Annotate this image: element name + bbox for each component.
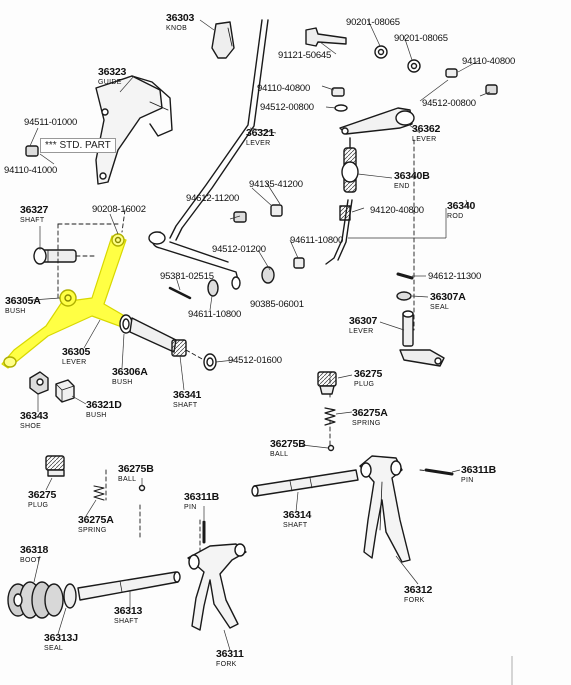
bush-36306a-part	[119, 314, 133, 334]
knob-part	[211, 21, 235, 59]
part-number-90208-16002[interactable]: 90208-16002	[92, 204, 146, 215]
ball-left-part	[138, 484, 146, 492]
part-number-94110-40800-right[interactable]: 94110-40800	[462, 56, 516, 67]
shaft-36327-part	[33, 247, 77, 265]
end-36340b-part	[341, 137, 359, 193]
part-number-94611-10800-b[interactable]: 94611-10800	[188, 309, 242, 320]
part-number-90201-08065-a[interactable]: 90201-08065	[346, 17, 400, 28]
part-number-94110-40800-mid[interactable]: 94110-40800	[257, 83, 311, 94]
part-number-91121-50645[interactable]: 91121-50645	[278, 50, 332, 61]
part-number-94512-01600[interactable]: 94512-01600	[228, 355, 282, 366]
rod-36340-part	[325, 199, 353, 265]
part-number-94120-40800[interactable]: 94120-40800	[370, 205, 424, 216]
part-number-94611-10800-a[interactable]: 94611-10800	[290, 235, 344, 246]
spring-36275a-right-part	[324, 407, 336, 426]
highlighted-lever-36305	[1, 233, 131, 369]
ball-right-part	[327, 444, 335, 452]
part-number-94512-01200[interactable]: 94512-01200	[212, 244, 266, 255]
part-number-90385-06001[interactable]: 90385-06001	[250, 299, 304, 310]
hardware-parts	[25, 27, 498, 371]
lever-36307-part	[399, 310, 445, 367]
pin-right-part	[424, 468, 454, 476]
shaft-36341-part	[129, 317, 187, 357]
part-number-94110-41000[interactable]: 94110-41000	[4, 165, 58, 176]
shoe-36343-part	[29, 371, 49, 395]
lever-36362-part	[339, 107, 415, 135]
part-number-94512-00800-right[interactable]: 94512-00800	[422, 98, 476, 109]
plug-36275-left-part	[45, 455, 65, 477]
bush-36321d-part	[55, 379, 75, 403]
part-number-94612-11200[interactable]: 94612-11200	[186, 193, 240, 204]
boot-36318-part	[7, 581, 64, 619]
leader-lines	[29, 19, 491, 651]
std-part-note: *** STD. PART	[40, 138, 116, 153]
part-number-94135-41200[interactable]: 94135-41200	[249, 179, 303, 190]
shift-lever-36321	[148, 19, 269, 290]
part-number-94511-01000[interactable]: 94511-01000	[24, 117, 78, 128]
fork-36312-part	[359, 455, 411, 563]
part-number-95381-02515[interactable]: 95381-02515	[160, 271, 214, 282]
seal-36313j-part	[63, 583, 77, 609]
guide-part	[95, 75, 173, 185]
shaft-36313-part	[77, 571, 181, 601]
shaft-36314-part	[251, 469, 359, 497]
fork-36311-part	[187, 543, 247, 631]
part-number-94612-11300[interactable]: 94612-11300	[428, 271, 482, 282]
part-number-90201-08065-b[interactable]: 90201-08065	[394, 33, 448, 44]
plug-36275-right-part	[317, 371, 337, 395]
spring-left-part	[93, 485, 105, 501]
part-number-94512-00800-mid[interactable]: 94512-00800	[260, 102, 314, 113]
